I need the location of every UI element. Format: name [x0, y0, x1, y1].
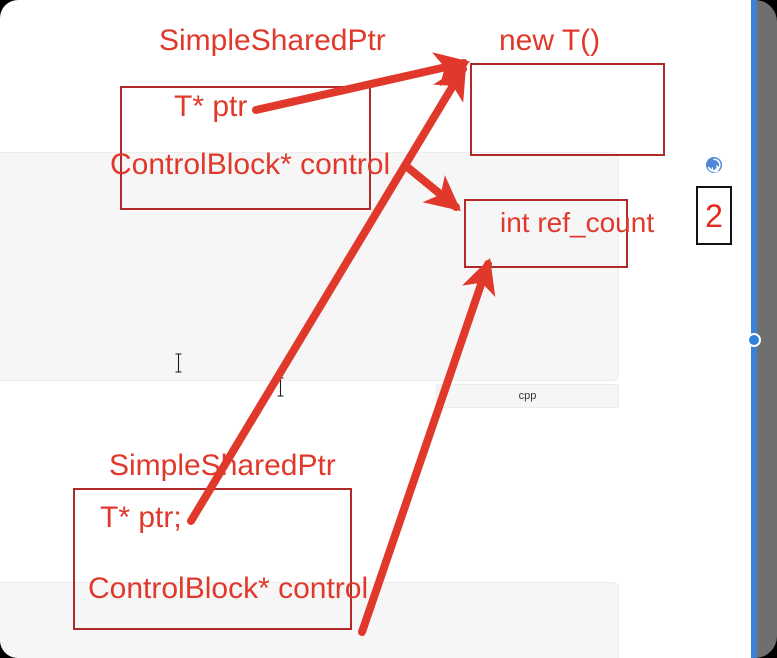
- label-ref-count-field: int ref_count: [500, 207, 655, 238]
- label-control-field-top: ControlBlock* control: [110, 148, 391, 181]
- label-ptr-field-top: T* ptr: [174, 90, 248, 123]
- vertical-scrollbar[interactable]: [751, 0, 757, 658]
- language-tag-bar: cpp: [436, 384, 619, 408]
- label-control-field-bottom: ControlBlock* control: [88, 572, 369, 605]
- label-shared-ptr-bottom-title: SimpleSharedPtr: [109, 449, 336, 482]
- ref-count-value: 2: [705, 197, 723, 234]
- text-ibeam-cursor-2: [276, 377, 285, 397]
- text-ibeam-cursor-1: [174, 353, 183, 373]
- scrollbar-knob[interactable]: [747, 333, 761, 347]
- spiral-loading-icon[interactable]: [705, 156, 723, 174]
- code-block-lower: [0, 582, 619, 658]
- language-tag-label: cpp: [518, 390, 537, 402]
- annotation-box-new-t: [470, 63, 665, 156]
- document-canvas: cpp SimpleSharedPtr new T() T* ptr Contr…: [0, 0, 754, 658]
- label-new-t-title: new T(): [499, 24, 601, 57]
- label-ptr-field-bottom: T* ptr;: [100, 501, 182, 534]
- label-shared-ptr-top-title: SimpleSharedPtr: [159, 24, 386, 57]
- ref-count-value-box: 2: [696, 186, 732, 245]
